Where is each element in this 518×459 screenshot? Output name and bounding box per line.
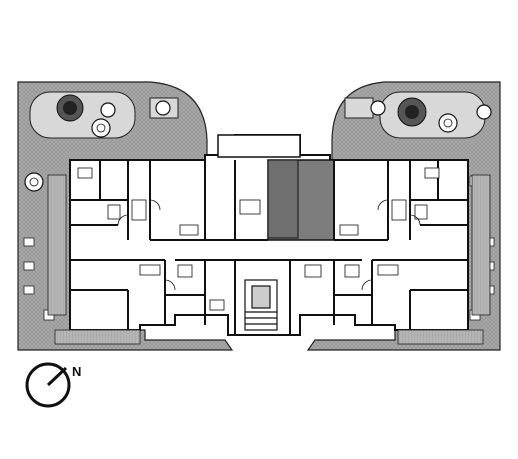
interior-walls-right xyxy=(300,160,468,330)
balcony-left-side xyxy=(47,174,67,316)
shrub-left-3 xyxy=(100,102,116,118)
tree-right-1 xyxy=(397,97,427,127)
north-arrow: N xyxy=(25,362,81,408)
north-pointer xyxy=(46,366,68,387)
shrub-left-4 xyxy=(155,100,171,116)
balcony-left-bottom xyxy=(54,329,141,345)
shrub-right-2 xyxy=(438,113,458,133)
shrub-left-2 xyxy=(91,118,111,138)
shrub-right-3 xyxy=(370,100,386,116)
terrace-right xyxy=(306,81,501,351)
center-top-block xyxy=(217,134,301,158)
planter-right-top xyxy=(379,91,486,139)
planter-right-small xyxy=(344,97,374,119)
balcony-right-side xyxy=(471,174,491,316)
highlighted-unit-ext xyxy=(267,159,299,239)
tree-left-1 xyxy=(56,94,84,122)
door-swings xyxy=(117,199,421,291)
north-label: N xyxy=(72,364,81,379)
planter-left-top xyxy=(29,91,136,139)
stair-core xyxy=(244,279,278,331)
fixtures xyxy=(77,167,440,311)
shrub-left-5 xyxy=(24,172,44,192)
center-core-walls xyxy=(205,160,300,335)
terrace-left xyxy=(17,81,234,351)
balcony-right-bottom xyxy=(397,329,484,345)
shrub-right-4 xyxy=(476,104,492,120)
compass-circle-icon xyxy=(25,362,71,408)
